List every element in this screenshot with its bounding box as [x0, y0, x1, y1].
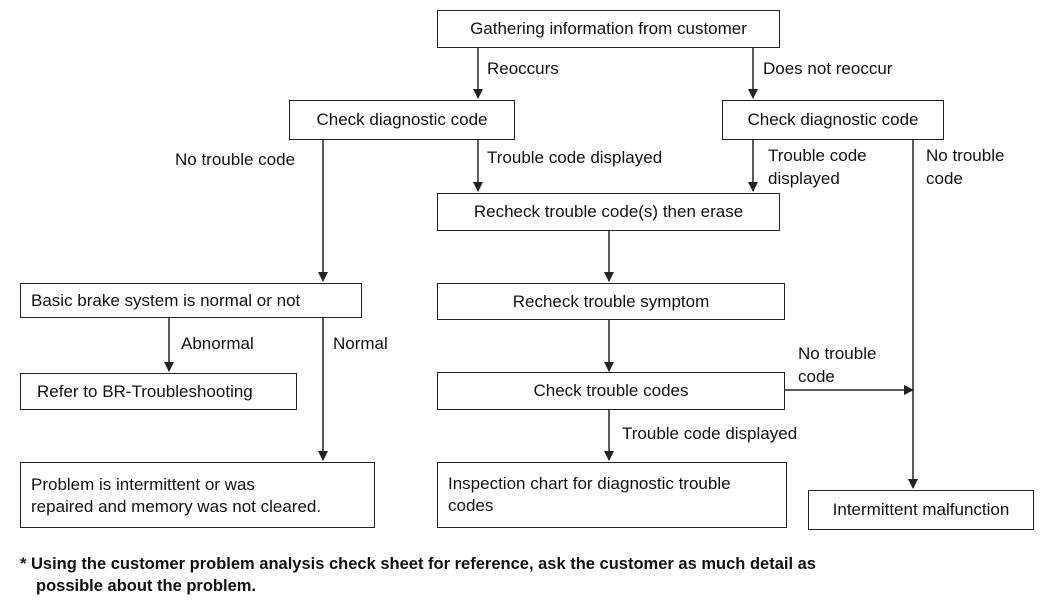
- label-no-trouble-left: No trouble code: [175, 150, 296, 169]
- label-normal: Normal: [333, 334, 388, 353]
- inspection-chart-box: Inspection chart for diagnostic trouble …: [437, 462, 787, 528]
- recheck-symptom-box: Recheck trouble symptom: [437, 283, 785, 320]
- recheck-codes-text: Recheck trouble code(s) then erase: [473, 202, 744, 221]
- label-trouble-displayed-right-line1: Trouble code: [768, 146, 867, 165]
- gather-info-box: Gathering information from customer: [437, 10, 780, 48]
- intermittent-problem-line2: repaired and memory was not cleared.: [31, 497, 322, 516]
- refer-br-text: Refer to BR-Troubleshooting: [37, 381, 253, 401]
- check-code-right-text: Check diagnostic code: [747, 110, 919, 129]
- label-does-not-reoccur: Does not reoccur: [763, 59, 893, 78]
- basic-brake-text: Basic brake system is normal or not: [31, 290, 301, 310]
- recheck-symptom-text: Recheck trouble symptom: [512, 291, 710, 311]
- footnote: * Using the customer problem analysis ch…: [20, 553, 1030, 597]
- label-no-trouble-right-line2: code: [926, 169, 963, 188]
- label-trouble-displayed-mid: Trouble code displayed: [487, 148, 663, 167]
- intermittent-problem-line1: Problem is intermittent or was: [31, 475, 255, 494]
- check-trouble-codes-text: Check trouble codes: [533, 381, 689, 400]
- check-code-left-box: Check diagnostic code: [289, 100, 515, 140]
- footnote-line2: possible about the problem.: [36, 577, 257, 595]
- recheck-codes-box: Recheck trouble code(s) then erase: [437, 193, 780, 231]
- label-trouble-displayed-right-line2: displayed: [768, 169, 840, 188]
- intermittent-problem-box: Problem is intermittent or was repaired …: [20, 462, 375, 528]
- intermittent-malfunction-box: Intermittent malfunction: [808, 490, 1034, 530]
- check-trouble-codes-box: Check trouble codes: [437, 372, 785, 410]
- label-no-trouble-right: No trouble code: [926, 144, 1004, 190]
- label-abnormal: Abnormal: [181, 334, 254, 353]
- label-trouble-displayed-bottom: Trouble code displayed: [622, 424, 798, 443]
- inspection-chart-line2: codes: [448, 496, 494, 515]
- label-no-trouble-codes: No trouble code: [798, 342, 876, 388]
- label-reoccurs: Reoccurs: [487, 59, 559, 78]
- label-no-trouble-codes-line2: code: [798, 367, 835, 386]
- check-code-left-text: Check diagnostic code: [316, 110, 488, 129]
- refer-br-box: Refer to BR-Troubleshooting: [20, 373, 297, 410]
- label-no-trouble-codes-line1: No trouble: [798, 344, 877, 363]
- label-trouble-displayed-right: Trouble code displayed: [768, 144, 867, 190]
- inspection-chart-line1: Inspection chart for diagnostic trouble: [448, 474, 731, 493]
- basic-brake-box: Basic brake system is normal or not: [20, 283, 362, 318]
- check-code-right-box: Check diagnostic code: [722, 100, 944, 140]
- footnote-line1: * Using the customer problem analysis ch…: [20, 555, 816, 573]
- intermittent-malfunction-text: Intermittent malfunction: [832, 500, 1010, 519]
- gather-info-text: Gathering information from customer: [470, 19, 747, 38]
- label-no-trouble-right-line1: No trouble: [926, 146, 1005, 165]
